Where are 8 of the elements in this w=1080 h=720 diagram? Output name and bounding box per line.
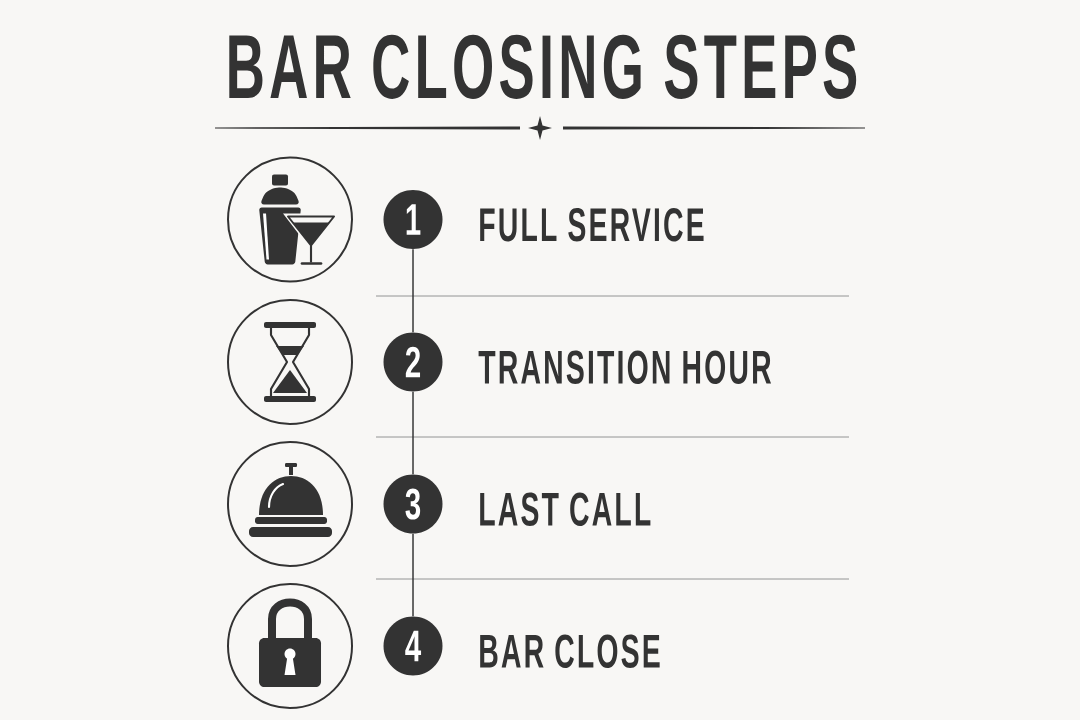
connector-line <box>412 391 414 475</box>
title: BAR CLOSING STEPS <box>229 34 857 99</box>
step-label: TRANSITION HOUR <box>478 350 772 384</box>
step-label: FULL SERVICE <box>480 207 704 242</box>
step-label: LAST CALL <box>480 492 651 526</box>
step-label: BAR CLOSE <box>480 634 660 668</box>
connector-line <box>412 248 414 333</box>
connector-line <box>412 533 414 617</box>
